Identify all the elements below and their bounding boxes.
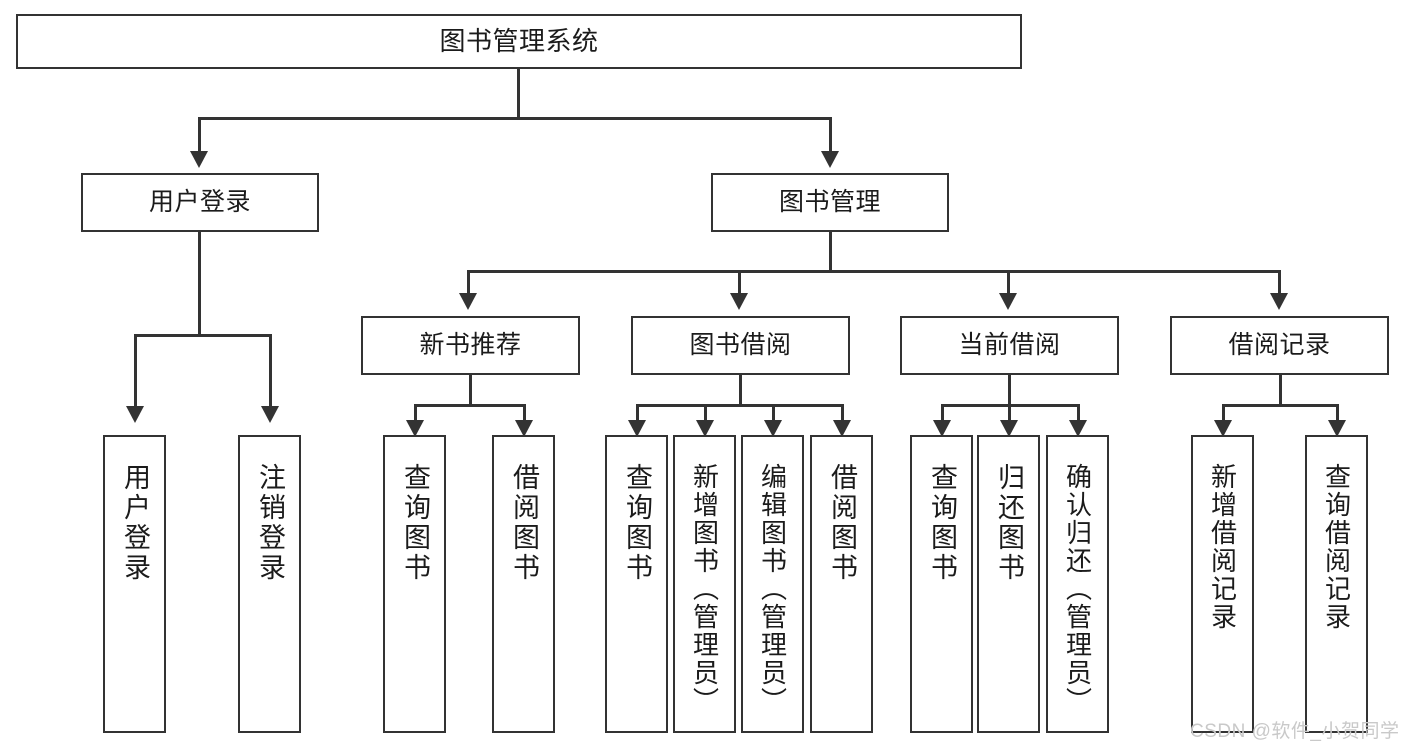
- connector-level2-bar: [198, 117, 832, 120]
- arrowhead-current-borrow-child-2: [1000, 420, 1018, 437]
- leaf-book-borrow-edit[interactable]: 编辑图书（管理员）: [741, 435, 804, 733]
- node-label: 查询图书: [622, 463, 652, 583]
- node-borrow-record[interactable]: 借阅记录: [1170, 316, 1389, 375]
- connector-book-manage-stem: [829, 232, 832, 272]
- leaf-book-borrow-add[interactable]: 新增图书（管理员）: [673, 435, 736, 733]
- connector-to-book-manage: [829, 117, 832, 152]
- connector-new-book-child-2: [523, 404, 526, 421]
- connector-borrow-record-bar: [1222, 404, 1339, 407]
- arrowhead-new-book-child-2: [515, 420, 533, 437]
- node-new-book-recommend[interactable]: 新书推荐: [361, 316, 580, 375]
- node-label: 编辑图书（管理员）: [757, 463, 788, 715]
- arrowhead-user-login-child-1: [126, 406, 144, 423]
- connector-current-borrow-child-3: [1077, 404, 1080, 421]
- leaf-book-borrow-query[interactable]: 查询图书: [605, 435, 668, 733]
- node-label: 用户登录: [148, 187, 251, 216]
- leaf-user-login-logout[interactable]: 注销登录: [238, 435, 301, 733]
- node-current-borrow[interactable]: 当前借阅: [900, 316, 1119, 375]
- arrowhead-current-borrow-child-3: [1069, 420, 1087, 437]
- connector-book-borrow-bar: [636, 404, 844, 407]
- arrowhead-borrow-record-child-1: [1214, 420, 1232, 437]
- connector-book-borrow-child-2: [704, 404, 707, 421]
- node-label: 借阅图书: [509, 463, 539, 583]
- connector-root-stem: [517, 69, 520, 119]
- connector-book-borrow-stem: [739, 375, 742, 406]
- arrowhead-book-borrow-child-3: [764, 420, 782, 437]
- leaf-user-login-login[interactable]: 用户登录: [103, 435, 166, 733]
- node-label: 新增图书（管理员）: [689, 463, 720, 715]
- node-label: 查询图书: [400, 463, 430, 583]
- connector-current-borrow-stem: [1008, 375, 1011, 406]
- connector-to-book-borrow: [738, 270, 741, 294]
- arrowhead-book-manage: [821, 151, 839, 168]
- node-label: 借阅图书: [827, 463, 857, 583]
- node-label: 图书管理系统: [439, 26, 599, 57]
- node-label: 查询借阅记录: [1321, 463, 1352, 631]
- arrowhead-borrow-record-child-2: [1328, 420, 1346, 437]
- node-label: 新增借阅记录: [1207, 463, 1238, 631]
- connector-book-borrow-child-3: [772, 404, 775, 421]
- arrowhead-book-borrow-child-1: [628, 420, 646, 437]
- arrowhead-new-book-child-1: [406, 420, 424, 437]
- connector-current-borrow-child-1: [941, 404, 944, 421]
- connector-book-borrow-child-4: [841, 404, 844, 421]
- node-label: 当前借阅: [958, 330, 1061, 359]
- arrowhead-book-borrow-child-2: [696, 420, 714, 437]
- connector-borrow-record-child-1: [1222, 404, 1225, 421]
- connector-borrow-record-child-2: [1336, 404, 1339, 421]
- leaf-new-book-query[interactable]: 查询图书: [383, 435, 446, 733]
- connector-new-book-bar: [414, 404, 526, 407]
- leaf-current-borrow-confirm[interactable]: 确认归还（管理员）: [1046, 435, 1109, 733]
- arrowhead-book-borrow-child-4: [833, 420, 851, 437]
- node-label: 图书借阅: [689, 330, 792, 359]
- connector-borrow-record-stem: [1279, 375, 1282, 406]
- connector-to-borrow-record: [1278, 270, 1281, 294]
- node-book-management[interactable]: 图书管理: [711, 173, 949, 232]
- node-label: 查询图书: [927, 463, 957, 583]
- arrowhead-borrow-record: [1270, 293, 1288, 310]
- node-label: 新书推荐: [419, 330, 522, 359]
- leaf-current-borrow-return[interactable]: 归还图书: [977, 435, 1040, 733]
- leaf-new-book-borrow[interactable]: 借阅图书: [492, 435, 555, 733]
- node-label: 用户登录: [120, 463, 150, 583]
- node-label: 确认归还（管理员）: [1062, 463, 1093, 715]
- connector-current-borrow-child-2: [1008, 404, 1011, 421]
- node-label: 图书管理: [778, 187, 881, 216]
- leaf-borrow-record-add[interactable]: 新增借阅记录: [1191, 435, 1254, 733]
- connector-level3-bar: [467, 270, 1281, 273]
- connector-to-current-borrow: [1007, 270, 1010, 294]
- connector-to-new-book: [467, 270, 470, 294]
- leaf-current-borrow-query[interactable]: 查询图书: [910, 435, 973, 733]
- arrowhead-new-book: [459, 293, 477, 310]
- leaf-borrow-record-query[interactable]: 查询借阅记录: [1305, 435, 1368, 733]
- connector-book-borrow-child-1: [636, 404, 639, 421]
- connector-user-login-child-1: [134, 334, 137, 407]
- watermark-text: CSDN @软件_小贺同学: [1190, 721, 1400, 742]
- node-label: 归还图书: [994, 463, 1024, 583]
- node-book-borrow[interactable]: 图书借阅: [631, 316, 850, 375]
- node-user-login[interactable]: 用户登录: [81, 173, 319, 232]
- arrowhead-user-login: [190, 151, 208, 168]
- arrowhead-current-borrow-child-1: [933, 420, 951, 437]
- connector-new-book-child-1: [414, 404, 417, 421]
- node-root-library-system[interactable]: 图书管理系统: [16, 14, 1022, 69]
- leaf-book-borrow-borrow[interactable]: 借阅图书: [810, 435, 873, 733]
- connector-user-login-stem: [198, 232, 201, 336]
- connector-new-book-stem: [469, 375, 472, 406]
- node-label: 借阅记录: [1228, 330, 1331, 359]
- arrowhead-current-borrow: [999, 293, 1017, 310]
- connector-user-login-bar: [134, 334, 271, 337]
- arrowhead-book-borrow: [730, 293, 748, 310]
- arrowhead-user-login-child-2: [261, 406, 279, 423]
- node-label: 注销登录: [255, 463, 285, 583]
- connector-to-user-login: [198, 117, 201, 152]
- connector-user-login-child-2: [269, 334, 272, 407]
